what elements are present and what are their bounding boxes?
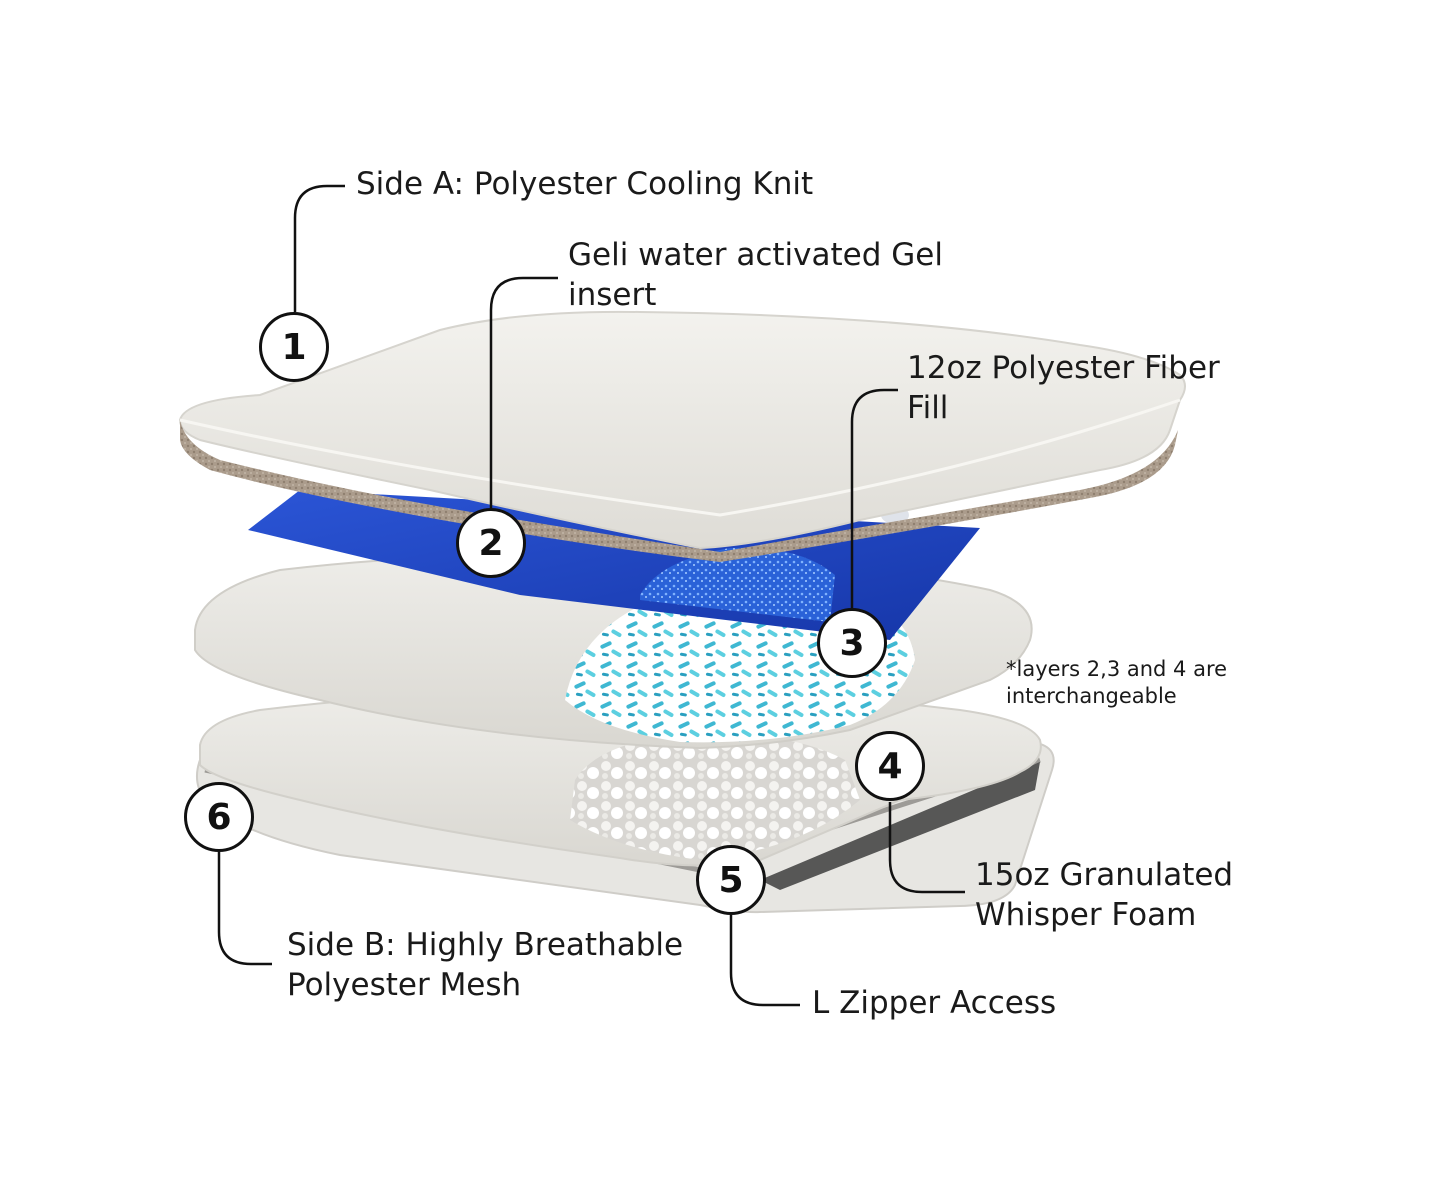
callout-label-1-line-1: Side A: Polyester Cooling Knit [356,166,814,202]
callout-label-6-line-2: Polyester Mesh [287,967,522,1003]
interchangeable-layers-note: *layers 2,3 and 4 are interchangeable [1006,656,1227,710]
layer-top-knit-pillow [178,310,1186,562]
callout-badge-5: 5 [696,845,766,915]
callout-label-3-line-2: Fill [907,390,949,426]
callout-badge-2: 2 [456,508,526,578]
leader-line-3 [850,388,898,608]
note-line-2: interchangeable [1006,684,1177,708]
leader-line-4 [888,802,965,894]
leader-line-2 [489,276,558,508]
callout-label-3: 12oz Polyester Fiber Fill [907,348,1220,428]
callout-label-5-line-1: L Zipper Access [812,985,1057,1021]
callout-badge-4: 4 [855,731,925,801]
callout-label-2-line-1: Geli water activated Gel [568,237,943,273]
callout-label-5: L Zipper Access [812,983,1056,1023]
leader-line-1 [293,184,345,312]
note-line-1: *layers 2,3 and 4 are [1006,657,1228,681]
callout-label-1: Side A: Polyester Cooling Knit [356,164,813,204]
callout-badge-6: 6 [184,782,254,852]
callout-badge-3: 3 [817,608,887,678]
callout-label-3-line-1: 12oz Polyester Fiber [907,350,1220,386]
callout-label-2: Geli water activated Gel insert [568,235,943,315]
callout-label-2-line-2: insert [568,277,657,313]
leader-line-5 [729,915,800,1007]
leader-line-6 [217,852,272,966]
callout-label-6: Side B: Highly Breathable Polyester Mesh [287,925,683,1005]
callout-label-4: 15oz Granulated Whisper Foam [975,855,1233,935]
callout-badge-1: 1 [259,312,329,382]
callout-label-4-line-2: Whisper Foam [975,897,1197,933]
callout-label-6-line-1: Side B: Highly Breathable [287,927,684,963]
callout-label-4-line-1: 15oz Granulated [975,857,1234,893]
callout-leader-lines [217,184,965,1007]
